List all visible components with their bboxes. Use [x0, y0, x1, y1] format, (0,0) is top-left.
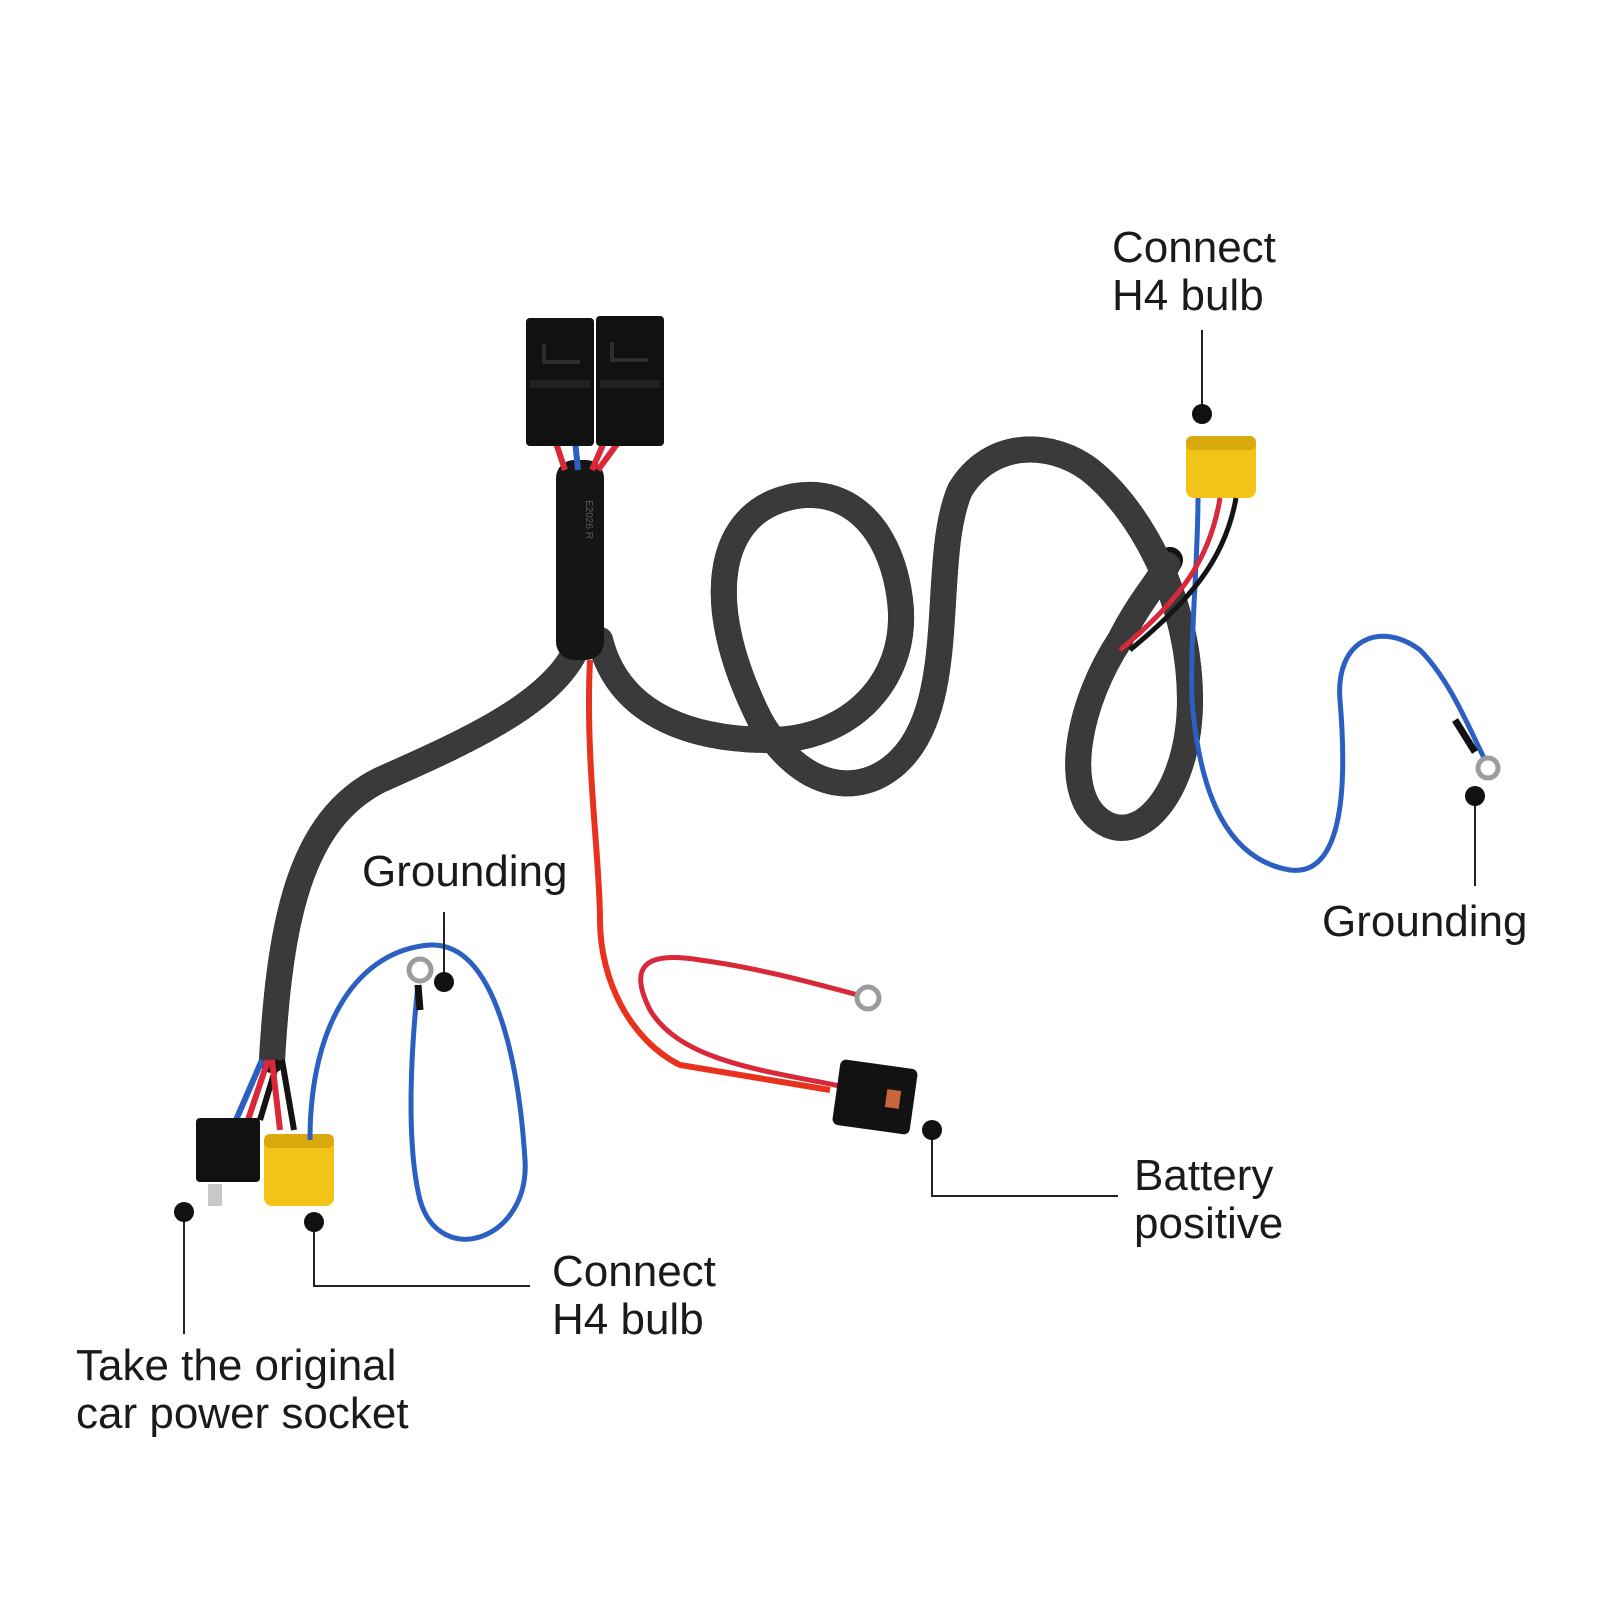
- callout-dot-socket: [174, 1202, 194, 1222]
- battery-wire: [638, 954, 859, 1089]
- positive-wire: [586, 659, 831, 1093]
- label-grounding-left: Grounding: [362, 847, 568, 896]
- label-connect-h4-top: Connect H4 bulb: [1112, 224, 1276, 320]
- label-line: Connect: [1112, 223, 1276, 272]
- callout-dot-h4-top: [1192, 404, 1212, 424]
- callout-dot-battery: [922, 1120, 942, 1140]
- wire-loom: [259, 436, 1203, 1073]
- socket-leads: [233, 1058, 297, 1131]
- ground-wire-left: [307, 942, 528, 1242]
- svg-text:E2026 R: E2026 R: [583, 500, 594, 539]
- h4-leads-top: [1118, 497, 1239, 701]
- label-line: positive: [1134, 1199, 1284, 1248]
- heat-shrink-sleeve: [556, 460, 604, 660]
- label-line: H4 bulb: [552, 1295, 704, 1344]
- ring-terminal-icon: [854, 984, 882, 1012]
- h4-connector-icon: [264, 1134, 334, 1206]
- label-line: Connect: [552, 1247, 716, 1296]
- label-connect-h4-bottom: Connect H4 bulb: [552, 1248, 716, 1344]
- relay-icon: [526, 316, 664, 446]
- label-grounding-right: Grounding: [1322, 897, 1528, 946]
- power-socket-plug: [196, 1118, 260, 1206]
- ground-wire-right: [1189, 633, 1488, 873]
- label-battery-positive: Battery positive: [1134, 1152, 1283, 1248]
- callout-dot-ground-right: [1465, 786, 1485, 806]
- fuse-holder-icon: [832, 1059, 918, 1135]
- ground-terminal-left: [406, 956, 434, 1011]
- callout-dot-ground-left: [434, 972, 454, 992]
- h4-connector-icon: [1186, 436, 1256, 498]
- label-line: car power socket: [76, 1389, 409, 1438]
- callout-dot-h4-bottom: [304, 1212, 324, 1232]
- callout-leaders: [174, 330, 1485, 1334]
- label-line: Battery: [1134, 1151, 1274, 1200]
- label-line: Take the original: [76, 1341, 397, 1390]
- ground-terminal-right: [1452, 718, 1501, 781]
- label-line: H4 bulb: [1112, 271, 1264, 320]
- label-power-socket: Take the original car power socket: [76, 1342, 409, 1438]
